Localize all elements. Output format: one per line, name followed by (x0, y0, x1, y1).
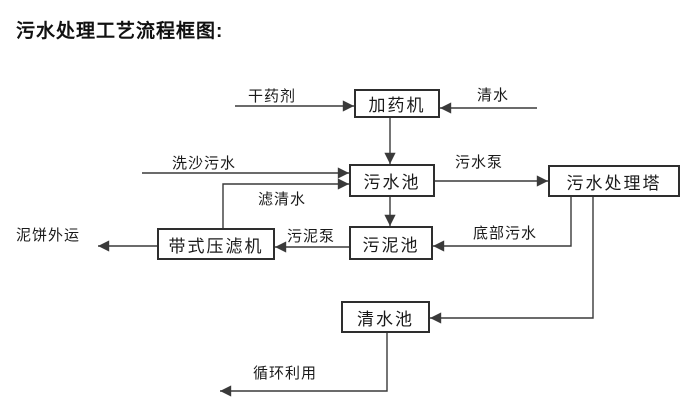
node-sludge-pool: 污泥池 (349, 226, 433, 260)
edge-label-recycling: 循环利用 (253, 365, 318, 382)
edge-recycling-arrow (220, 333, 388, 397)
edge-bottom-sewage-arrow (433, 197, 572, 252)
node-clear-water-pool: 清水池 (341, 301, 430, 333)
edge-label-sewage-pump: 污水泵 (455, 154, 504, 171)
node-belt-filter-press: 带式压滤机 (157, 228, 275, 260)
edge-label-filtered-water: 滤清水 (258, 191, 307, 208)
edge-label-bottom-sewage: 底部污水 (473, 225, 538, 242)
edge-label-mud-cake-out: 泥饼外运 (16, 227, 81, 244)
edge-label-clear-water: 清水 (477, 87, 510, 104)
node-sewage-pool: 污水池 (349, 164, 435, 197)
diagram-title: 污水处理工艺流程框图: (16, 21, 224, 42)
node-dosing-machine: 加药机 (354, 89, 440, 118)
edge-label-sand-washing-sewage: 洗沙污水 (172, 155, 237, 172)
edge-filtered-water-arrow (222, 178, 349, 228)
edge-tower-to-clear-pool-arrow (430, 197, 594, 324)
node-treatment-tower: 污水处理塔 (548, 165, 680, 197)
edge-label-dry-chemical: 干药剂 (248, 88, 297, 105)
edge-label-sludge-pump: 污泥泵 (287, 228, 336, 245)
